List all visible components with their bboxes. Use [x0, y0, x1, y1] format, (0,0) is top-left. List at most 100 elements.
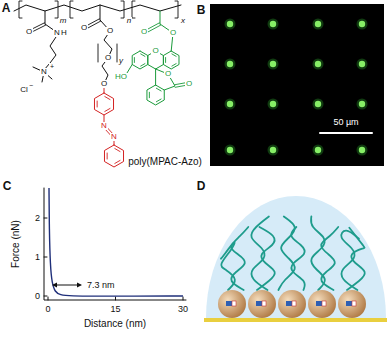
tick-label: 15: [109, 305, 121, 314]
polymer-backbone: [14, 5, 181, 11]
polymer-chain: [341, 231, 359, 290]
subscript: n: [126, 17, 132, 25]
axis-tick: [48, 297, 49, 300]
water-droplet: [206, 196, 386, 318]
dot-glow: [357, 99, 368, 110]
micrograph: [210, 4, 384, 166]
axis-tick: [44, 257, 47, 258]
tick-label: 0: [44, 305, 51, 314]
aromatic-bond: [107, 153, 108, 159]
nanoparticle: [248, 290, 276, 318]
atom-label: H: [60, 29, 68, 37]
polymer-chain: [257, 227, 275, 290]
axis-title: Force (nN): [11, 219, 21, 269]
fluorescent-dot: [270, 101, 276, 107]
aromatic-bond: [105, 108, 110, 111]
gold-substrate: [204, 318, 387, 322]
nanoparticle: [278, 290, 306, 318]
arrow-head: [77, 283, 82, 288]
fluorescent-dot: [359, 101, 365, 107]
aromatic-bond: [172, 54, 176, 56]
dot-glow: [313, 99, 324, 110]
aromatic-bond: [134, 58, 135, 63]
fluorescent-dot: [359, 21, 365, 27]
charge-label: −: [28, 82, 34, 89]
double-bond: [32, 23, 44, 29]
subscript: m: [59, 17, 68, 25]
dot-glow: [268, 99, 279, 110]
scale-label: 50 µm: [332, 118, 359, 127]
bond-line: [44, 37, 56, 70]
atom-label: O: [25, 28, 33, 36]
aromatic-bond: [115, 160, 120, 163]
atom-label: O: [100, 80, 108, 88]
aromatic-bond: [172, 64, 176, 66]
fluorescent-dot: [270, 61, 276, 67]
double-bond: [148, 25, 161, 32]
dot-glow: [357, 19, 368, 30]
fluorescent-dot: [315, 21, 321, 27]
atom-label: O: [140, 28, 148, 36]
ring-bond: [132, 51, 148, 69]
dot-glow: [268, 145, 279, 156]
ring-bond: [147, 85, 164, 105]
fluorescent-dot: [315, 147, 321, 153]
force-curve: [49, 188, 183, 296]
azo-anchor: [316, 301, 322, 306]
axis-tick: [44, 218, 47, 219]
dot-glow: [268, 19, 279, 30]
arrow-head: [52, 283, 57, 288]
bond-line: [102, 31, 112, 84]
plot-axes: [44, 188, 186, 300]
panel-label: D: [196, 180, 207, 192]
aromatic-bond: [115, 149, 120, 152]
dot-glow: [313, 59, 324, 70]
aromatic-bond: [156, 88, 161, 91]
atom-label: N: [100, 122, 108, 130]
azo-anchor: [226, 301, 232, 306]
axis-title: Distance (nm): [83, 319, 147, 329]
atom-label: N: [40, 68, 48, 76]
dot-glow: [225, 99, 236, 110]
polymer-chain: [291, 227, 305, 290]
dot-glow: [225, 59, 236, 70]
fluorescent-dot: [359, 147, 365, 153]
ring-bond: [104, 145, 123, 167]
ring-bond: [163, 51, 179, 69]
fluorescent-dot: [227, 147, 233, 153]
aromatic-bond: [97, 101, 98, 107]
bond-line: [155, 69, 156, 85]
fluorescent-dot: [315, 101, 321, 107]
panel-label: C: [2, 180, 13, 192]
nanoparticle: [308, 290, 336, 318]
fluorescent-dot: [270, 21, 276, 27]
azo-anchor: [346, 301, 352, 306]
panel-label: B: [196, 4, 207, 16]
bond-line: [156, 69, 175, 90]
dot-glow: [313, 19, 324, 30]
bond-line: [127, 65, 132, 74]
polymer-chain: [311, 217, 325, 291]
polymer-chain: [278, 217, 294, 291]
azo-anchor: [322, 301, 326, 306]
repeat-bracket: [55, 1, 58, 18]
fluorescent-dot: [270, 147, 276, 153]
atom-label: O: [80, 24, 88, 32]
tick-label: 0: [34, 292, 41, 301]
dot-glow: [313, 145, 324, 156]
aromatic-bond: [105, 97, 110, 100]
atom-label: O: [104, 54, 112, 62]
aromatic-bond: [149, 92, 150, 97]
dimension-label: 7.3 nm: [86, 281, 116, 290]
azo-anchor: [292, 301, 296, 306]
axis-tick: [115, 297, 116, 300]
repeat-bracket: [70, 1, 73, 18]
atom-label: O: [106, 27, 114, 35]
subscript: x: [180, 17, 186, 25]
dot-glow: [225, 19, 236, 30]
fluorescent-dot: [359, 61, 365, 67]
repeat-bracket: [175, 1, 178, 18]
aromatic-bond: [165, 58, 166, 63]
